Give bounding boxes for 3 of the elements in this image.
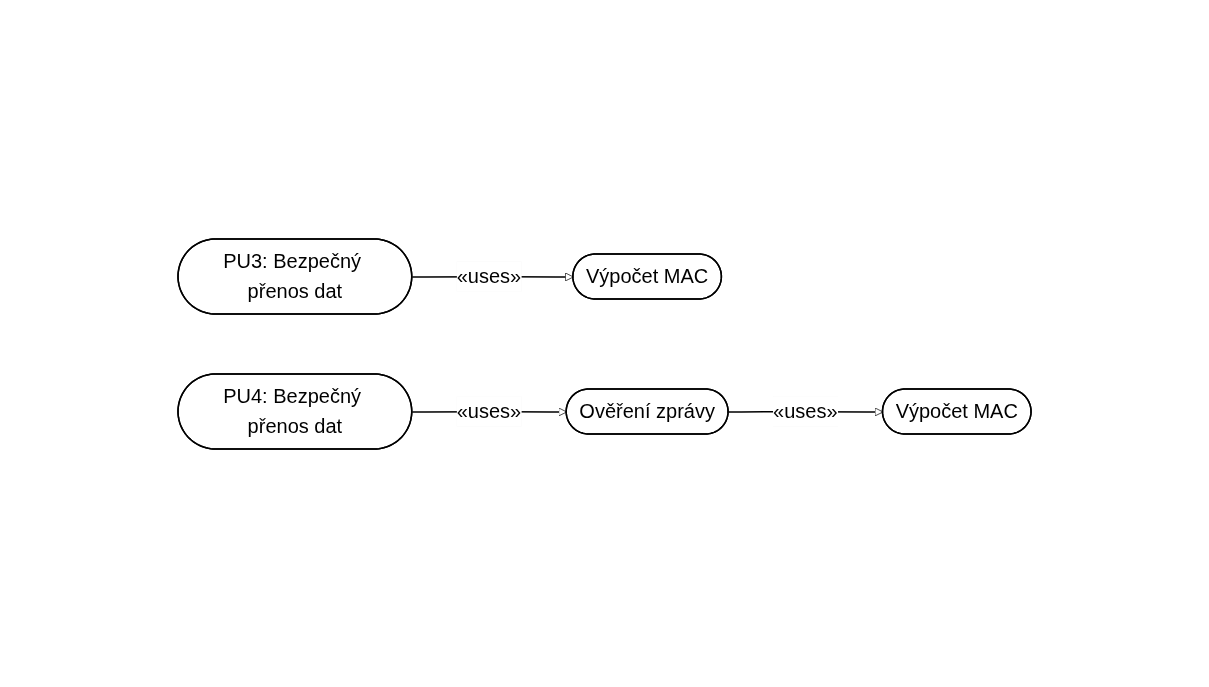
edge-label: «uses» xyxy=(773,399,838,422)
edge-label: «uses» xyxy=(456,265,522,287)
edge-label: «uses» xyxy=(456,399,522,422)
